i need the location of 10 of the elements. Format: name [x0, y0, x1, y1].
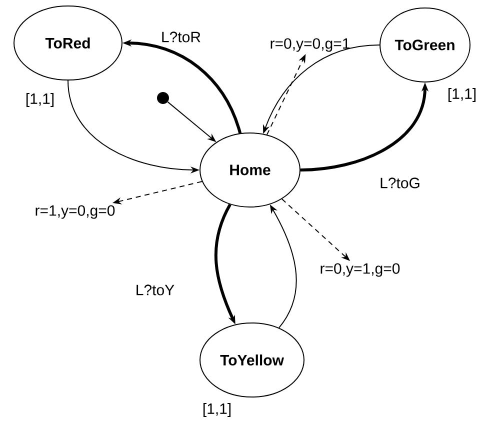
time-bound-label: [1,1]	[448, 88, 476, 102]
time-bound-label: [1,1]	[203, 403, 231, 417]
edge-label: L?toY	[134, 284, 176, 296]
time-bound-label: [1,1]	[26, 93, 54, 107]
edge-label: L?toG	[378, 176, 422, 190]
output-text: r=0,y=1,g=0	[320, 263, 400, 277]
output-text: r=1,y=0,g=0	[36, 205, 115, 219]
output-text: r=0,y=0,g=1	[270, 38, 350, 52]
initial-dot	[157, 92, 169, 104]
edge-label: L?toR	[160, 30, 202, 44]
